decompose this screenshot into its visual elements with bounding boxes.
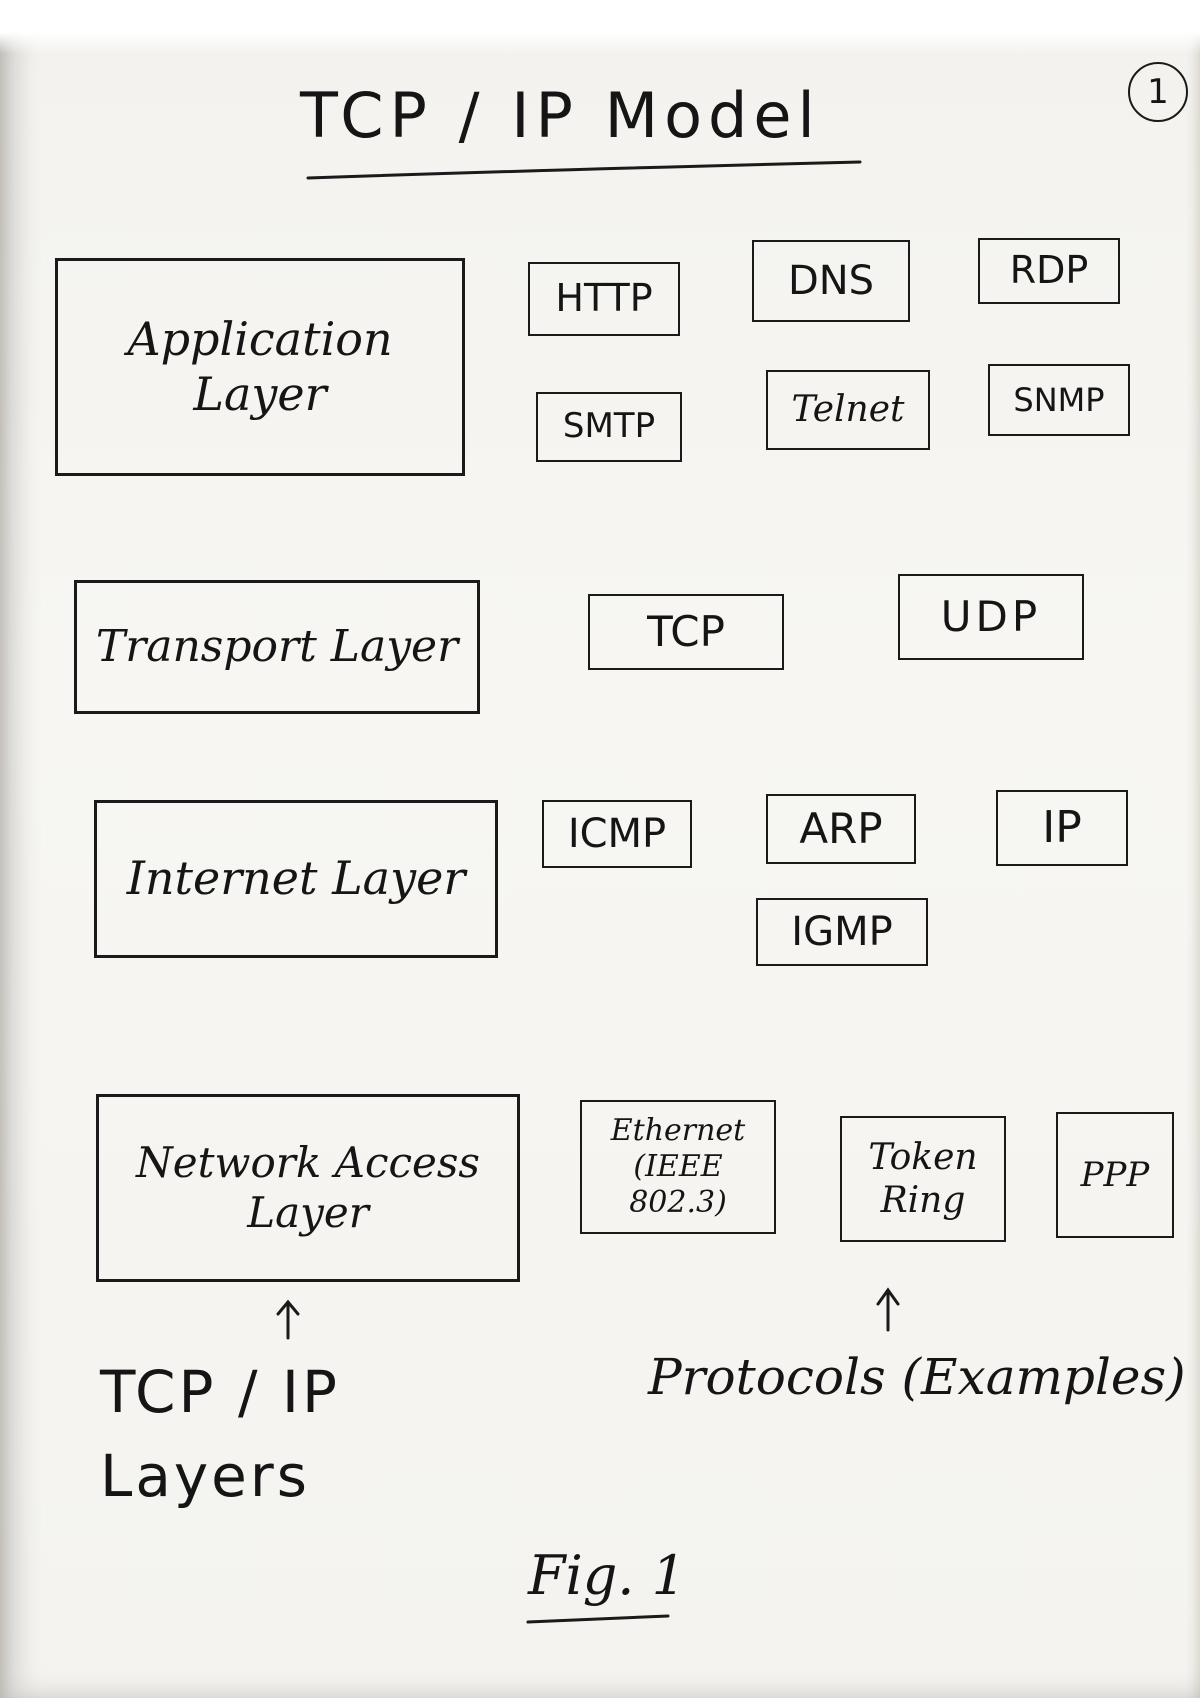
protocol-http-label: HTTP (555, 276, 653, 321)
page-title: TCP / IP Model (300, 79, 821, 152)
protocol-telnet: Telnet (766, 370, 930, 450)
protocol-dns-label: DNS (787, 258, 875, 304)
arrow-up-icon-protocols (876, 1287, 900, 1332)
protocol-ethernet-label: Ethernet (IEEE 802.3) (610, 1113, 746, 1220)
layer-application: Application Layer (55, 258, 465, 476)
layer-internet: Internet Layer (94, 800, 498, 958)
layer-transport: Transport Layer (74, 580, 480, 714)
protocol-dns: DNS (752, 240, 910, 322)
protocol-rdp-label: RDP (1009, 248, 1089, 293)
protocol-arp: ARP (766, 794, 916, 864)
protocol-udp-label: UDP (940, 591, 1042, 641)
protocol-telnet-label: Telnet (791, 389, 905, 431)
protocol-smtp-label: SMTP (562, 406, 656, 447)
protocol-icmp: ICMP (542, 800, 692, 868)
layer-application-label: Application Layer (127, 311, 393, 421)
protocol-icmp-label: ICMP (567, 811, 667, 857)
legend-layers-label: TCP / IP Layers (100, 1358, 340, 1511)
layer-network-access: Network Access Layer (96, 1094, 520, 1282)
protocol-snmp-label: SNMP (1013, 380, 1105, 419)
protocol-ppp-label: PPP (1080, 1154, 1150, 1195)
protocol-http: HTTP (528, 262, 680, 336)
protocol-igmp: IGMP (756, 898, 928, 966)
protocol-ip: IP (996, 790, 1128, 866)
protocol-snmp: SNMP (988, 364, 1130, 436)
layer-internet-label: Internet Layer (126, 851, 466, 906)
protocol-rdp: RDP (978, 238, 1120, 304)
protocol-ppp: PPP (1056, 1112, 1174, 1238)
page-edge (0, 0, 1200, 54)
arrow-up-icon-layers (276, 1299, 300, 1340)
protocol-tcp-label: TCP (647, 606, 725, 656)
protocol-igmp-label: IGMP (791, 909, 893, 955)
page-number-text: 1 (1147, 72, 1169, 112)
layer-transport-label: Transport Layer (95, 620, 459, 672)
protocol-udp: UDP (898, 574, 1084, 660)
protocol-ethernet: Ethernet (IEEE 802.3) (580, 1100, 776, 1234)
protocol-token-ring: Token Ring (840, 1116, 1006, 1242)
protocol-ip-label: IP (1042, 801, 1082, 853)
protocol-token-ring-label: Token Ring (868, 1136, 978, 1221)
protocol-tcp: TCP (588, 594, 784, 670)
layer-network-access-label: Network Access Layer (136, 1137, 480, 1237)
page-number: 1 (1128, 62, 1188, 122)
protocol-smtp: SMTP (536, 392, 682, 462)
figure-caption: Fig. 1 (528, 1544, 686, 1607)
protocol-arp-label: ARP (799, 803, 883, 853)
legend-protocols-label: Protocols (Examples) (648, 1348, 1186, 1406)
